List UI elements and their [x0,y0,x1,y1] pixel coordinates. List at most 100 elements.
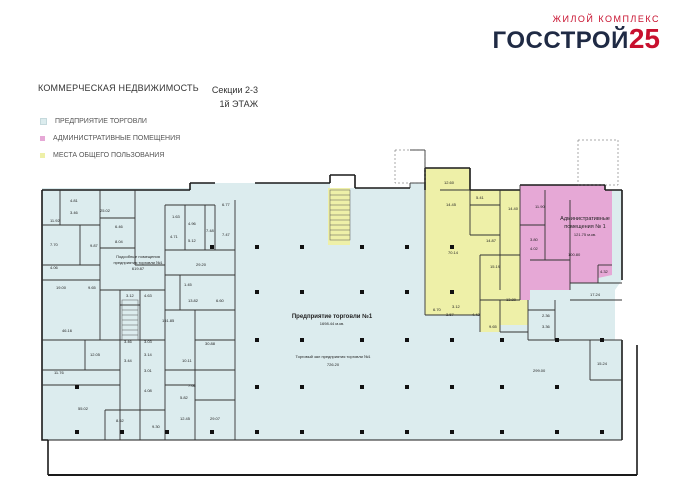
room-label: 12.45 [180,416,191,421]
page-title: КОММЕРЧЕСКАЯ НЕДВИЖИМОСТЬ [38,83,199,93]
brand-logo: ЖИЛОЙ КОМПЛЕКС ГОССТРОЙ25 [493,14,660,53]
room-label: 11.76 [54,370,64,375]
stair-right-dashed [577,139,619,186]
room-label: 3.46 [70,210,79,215]
room-label: 14.87 [486,238,497,243]
room-label: 6.46 [115,224,124,229]
room-label: 4.71 [170,234,179,239]
room-label: 3.36 [542,324,551,329]
room-label: 10.11 [182,358,192,363]
logo-subtitle: ЖИЛОЙ КОМПЛЕКС [552,14,660,24]
room-label: 19.00 [56,285,67,290]
interior-walls [42,149,622,440]
legend-label-admin: АДМИНИСТРАТИВНЫЕ ПОМЕЩЕНИЯ [53,135,181,142]
room-label: 4.63 [144,293,153,298]
legend-label-common: МЕСТА ОБЩЕГО ПОЛЬЗОВАНИЯ [53,152,165,159]
room-label: 9.87 [90,243,99,248]
legend-item-admin: АДМИНИСТРАТИВНЫЕ ПОМЕЩЕНИЯ [40,130,180,147]
room-label: 151.85 [162,318,175,323]
room-label: 6.70 [433,307,442,312]
room-label: 3.80 [530,237,539,242]
room-label: 13.82 [188,298,199,303]
stair-top-dashed [394,149,426,184]
room-label: 5.82 [180,395,189,400]
admin-title-2: помещения № 1 [564,224,606,230]
room-label: 3.57 [446,312,455,317]
room-label: 8.62 [116,418,125,423]
legend-swatch-common [40,153,45,158]
room-label: 3.14 [144,352,153,357]
room-label: 4.08 [144,388,153,393]
room-label: 4.02 [530,246,539,251]
room-label: 3.12 [452,304,461,309]
sections-info: Секции 2-3 1й ЭТАЖ [178,83,258,111]
room-label: 7.70 [50,242,59,247]
stairs [121,139,619,341]
logo-name: ГОССТРОЙ [492,27,629,54]
room-label: 299.00 [533,368,546,373]
room-label: 7.66 [188,383,197,388]
zone-common-stair [328,188,350,245]
room-label: 2.36 [542,313,551,318]
room-label: 12.60 [444,180,455,185]
room-label: 15.24 [597,361,608,366]
room-label: 70.14 [448,250,459,255]
room-label: 7.47 [222,232,231,237]
admin-title-1: Административные [560,216,610,222]
columns [75,245,604,434]
room-label: 15.19 [490,264,501,269]
room-label: 8.04 [115,239,124,244]
room-label: 7.48 [206,228,215,233]
sections-label: Секции 2-3 [211,85,258,95]
room-label: 11.90 [535,204,545,209]
aux-area: 619.87 [132,266,145,271]
aux-title-1: Подсобные помещения [116,254,160,259]
room-label: 3.46 [124,339,133,344]
room-label: 9.30 [152,424,161,429]
room-label: 46.16 [62,328,73,333]
aux-title-2: предприятия торговли №1 [113,260,163,265]
room-label: 1.45 [184,282,193,287]
room-label: 4.96 [188,221,197,226]
room-label: 3.01 [144,368,153,373]
hall-title: Торговый зал предприятия торговли №1 [295,354,371,359]
room-label: 29.07 [210,416,221,421]
room-label: 25.02 [100,208,111,213]
room-label: 55.02 [78,406,89,411]
room-label: 6.60 [216,298,225,303]
room-label: 4.32 [600,269,609,274]
room-label: 17.24 [590,292,601,297]
room-label: 11.92 [50,218,60,223]
legend-label-trade: ПРЕДПРИЯТИЕ ТОРГОВЛИ [55,118,147,125]
room-labels: 4.81 3.46 11.92 25.02 6.46 9.87 8.04 7.7… [50,180,609,429]
room-label: 14.45 [446,202,457,207]
trade-area: 1698.44 м.кв. [320,321,344,326]
legend-item-trade: ПРЕДПРИЯТИЕ ТОРГОВЛИ [40,113,180,130]
logo-wordmark: ГОССТРОЙ25 [493,25,660,53]
room-label: 3.12 [126,293,135,298]
room-label: 14.40 [508,206,519,211]
room-label: 9.65 [489,324,498,329]
room-label: 6.77 [222,202,231,207]
main-labels: Предприятие торговли №1 1698.44 м.кв. То… [113,216,609,367]
room-label: 4.06 [50,265,59,270]
room-label: 3.44 [124,358,133,363]
walls [41,167,638,476]
logo-number: 25 [628,23,660,54]
zone-admin [520,185,612,300]
room-label: 1.63 [172,214,181,219]
room-label: 5.41 [476,195,485,200]
trade-title: Предприятие торговли №1 [292,313,373,320]
room-label: 4.81 [70,198,79,203]
admin-area: 121.75 м.кв. [574,232,596,237]
room-label: 5.12 [188,238,197,243]
room-label: 100.80 [568,252,581,257]
room-label: 3.03 [144,339,153,344]
hall-area: 726.20 [327,362,340,367]
room-label: 29.20 [196,262,207,267]
legend-swatch-trade [40,118,47,125]
room-label: 13.80 [506,297,517,302]
floor-label: 1й ЭТАЖ [219,99,258,109]
room-label: 9.65 [88,285,97,290]
room-label: 4.42 [472,312,481,317]
